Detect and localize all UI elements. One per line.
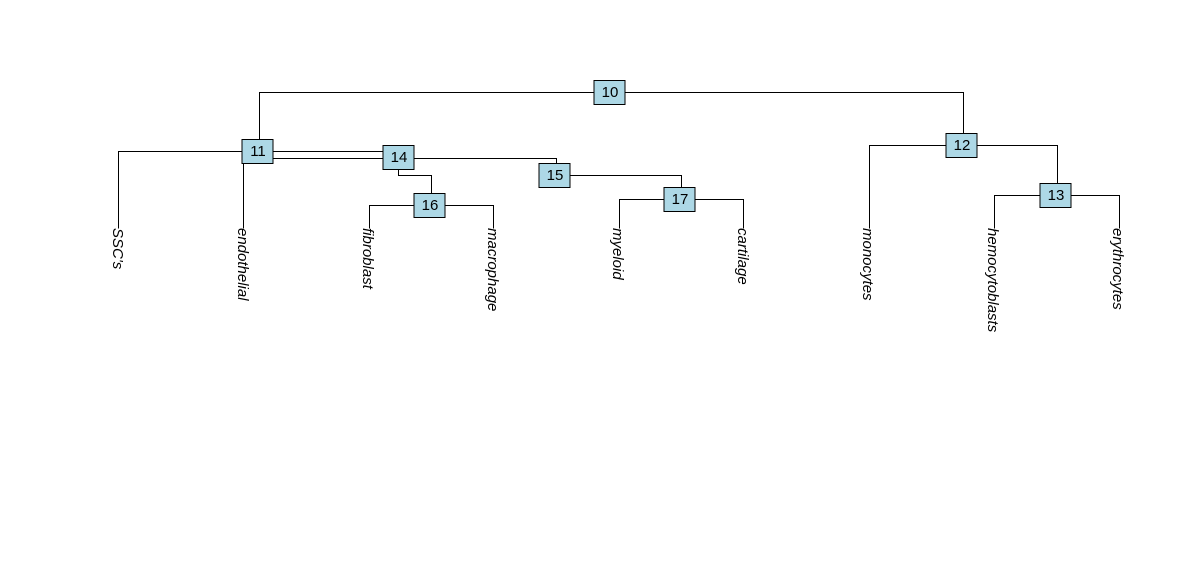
node-box-14: [382, 145, 415, 170]
edge-layer: [118, 92, 1120, 229]
edge-11-ssc: [118, 151, 243, 229]
node-15: 15: [538, 163, 571, 188]
node-17: 17: [663, 187, 696, 212]
leaf-label-ssc: SSC's: [109, 228, 126, 270]
leaf-label-fibroblast: fibroblast: [359, 228, 376, 290]
node-10: 10: [593, 80, 626, 105]
node-label-16: 16: [422, 197, 439, 214]
node-label-12: 12: [954, 137, 971, 154]
edge-17-myeloid: [619, 199, 665, 229]
node-label-14: 14: [391, 149, 408, 166]
edge-10-12: [625, 92, 964, 134]
node-12: 12: [945, 133, 978, 158]
node-box-11: [241, 139, 274, 164]
node-11: 11: [241, 139, 274, 164]
node-14: 14: [382, 145, 415, 170]
node-box-12: [945, 133, 978, 158]
node-layer: 10 11 12 13 14 15 16 17: [241, 80, 1072, 218]
leaf-label-myeloid: myeloid: [609, 228, 626, 280]
node-label-10: 10: [602, 84, 619, 101]
edge-16-macrophage: [445, 205, 494, 229]
edge-10-11: [259, 92, 595, 140]
node-label-17: 17: [672, 191, 689, 208]
node-box-16: [413, 193, 446, 218]
edge-12-monocytes: [869, 145, 947, 229]
node-box-13: [1039, 183, 1072, 208]
node-box-17: [663, 187, 696, 212]
leaf-label-erythrocytes: erythrocytes: [1109, 228, 1126, 310]
edge-16-fibroblast: [369, 205, 415, 229]
leaf-label-layer: SSC's endothelial fibroblast macrophage myel…: [109, 228, 1126, 333]
node-16: 16: [413, 193, 446, 218]
node-box-15: [538, 163, 571, 188]
leaf-label-hemocytoblasts: hemocytoblasts: [984, 228, 1001, 333]
edge-13-hemocytoblasts: [994, 195, 1041, 229]
edge-12-13: [977, 145, 1058, 184]
node-label-13: 13: [1048, 187, 1065, 204]
leaf-label-endothelial: endothelial: [234, 228, 251, 301]
edge-14-16: [398, 169, 432, 194]
node-box-10: [593, 80, 626, 105]
leaf-label-monocytes: monocytes: [859, 228, 876, 301]
edge-15-14: [414, 158, 557, 164]
node-label-15: 15: [547, 167, 564, 184]
edge-15-17: [570, 175, 682, 188]
node-label-11: 11: [250, 143, 266, 160]
leaf-label-macrophage: macrophage: [484, 228, 501, 311]
leaf-label-cartilage: cartilage: [734, 228, 751, 285]
edge-17-cartilage: [695, 199, 744, 229]
node-13: 13: [1039, 183, 1072, 208]
edge-13-erythrocytes: [1071, 195, 1120, 229]
